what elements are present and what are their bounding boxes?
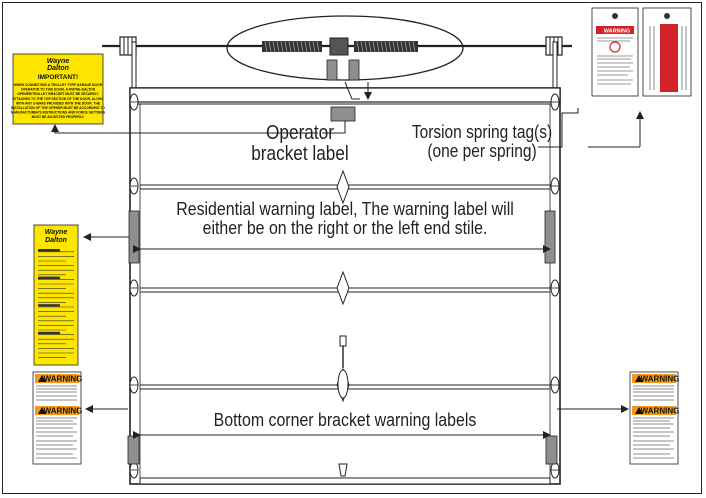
roller-icon bbox=[550, 177, 560, 195]
spring-tag-warning: WARNING bbox=[604, 29, 631, 35]
bottom-corner-label-right bbox=[545, 435, 558, 465]
residential-warning-label-left bbox=[128, 210, 140, 264]
spring-tag-thumbnail-front: WARNING bbox=[591, 7, 639, 97]
spring-tag-thumbnail-back bbox=[642, 7, 692, 97]
bottom-corner-callout: Bottom corner bracket warning labels bbox=[177, 409, 512, 430]
residential-warning-callout: Residential warning label, The warning l… bbox=[152, 199, 539, 238]
roller-icon bbox=[129, 177, 139, 195]
important-body-line: INSTALLATION OF THE OPENER MUST BE ACCOR… bbox=[11, 106, 105, 110]
torsion-spring-callout-line2: (one per spring) bbox=[427, 140, 537, 161]
residential-warning-label-right bbox=[544, 210, 556, 264]
operator-bracket-callout: Operator bracket label bbox=[223, 123, 378, 165]
residential-warning-callout-line1: Residential warning label, The warning l… bbox=[176, 198, 514, 219]
important-heading: IMPORTANT! bbox=[38, 74, 78, 81]
operator-bracket-label bbox=[330, 106, 356, 122]
warning-heading: WARNING bbox=[641, 407, 680, 416]
torsion-spring-tag-left bbox=[326, 59, 338, 81]
important-label-thumbnail: Wayne Dalton IMPORTANT! WHEN CONNECTING … bbox=[11, 53, 106, 125]
residential-label-thumbnail: Wayne Dalton bbox=[33, 224, 79, 366]
torsion-spring bbox=[226, 15, 464, 81]
roller-icon bbox=[550, 279, 560, 297]
torsion-spring-callout: Torsion spring tag(s) (one per spring) bbox=[405, 123, 560, 161]
roller-icon bbox=[129, 461, 139, 479]
roller-icon bbox=[129, 93, 139, 111]
spring-icon bbox=[262, 37, 418, 56]
residential-brand-top: Wayne bbox=[45, 229, 68, 236]
important-body-line: WHEN CONNECTING A TROLLEY TYPE GARAGE DO… bbox=[14, 83, 103, 87]
bottom-corner-label-left bbox=[127, 435, 140, 465]
roller-icon bbox=[550, 376, 560, 394]
important-body-line: OPERATOR TO THIS DOOR, A WAYNE-DALTON bbox=[21, 88, 96, 92]
hinge-icon bbox=[336, 270, 350, 306]
important-body-line: MANUFACTURER'S INSTRUCTIONS AND FORCE SE… bbox=[11, 111, 106, 115]
roller-icon bbox=[129, 376, 139, 394]
important-body-line: ATTACHED TO THE TOP SECTION OF THE DOOR,… bbox=[12, 97, 104, 101]
torsion-spring-callout-line1: Torsion spring tag(s) bbox=[411, 122, 553, 142]
important-brand-bottom: Dalton bbox=[47, 65, 69, 72]
warning-heading: WARNING bbox=[641, 375, 680, 384]
bottom-warning-label-thumbnail-right: WARNING WARNING bbox=[629, 371, 680, 465]
important-body-line: OPENER/TROLLEY BRACKET MUST BE SECURELY bbox=[17, 92, 99, 96]
residential-brand-bottom: Dalton bbox=[45, 237, 67, 244]
important-body-line: MUST BE ADJUSTED PROPERLY. bbox=[32, 115, 85, 119]
roller-icon bbox=[550, 93, 560, 111]
residential-warning-callout-line2: either be on the right or the left end s… bbox=[202, 217, 488, 239]
bottom-warning-label-thumbnail-left: WARNING WARNING bbox=[32, 371, 83, 465]
arrow-icon bbox=[51, 81, 644, 413]
track-rollers bbox=[129, 93, 560, 479]
operator-bracket-callout-line2: bracket label bbox=[251, 143, 349, 165]
bottom-corner-callout-text: Bottom corner bracket warning labels bbox=[213, 409, 477, 430]
hinge-icon bbox=[336, 169, 350, 205]
torsion-spring-tag-right bbox=[348, 59, 360, 81]
bottom-lock-icon bbox=[338, 463, 348, 477]
important-body-line: WITH ANY U-BARS PROVIDED WITH THE DOOR. … bbox=[16, 101, 101, 105]
roller-icon bbox=[129, 279, 139, 297]
figure-border bbox=[2, 2, 702, 494]
important-brand-top: Wayne bbox=[47, 58, 70, 65]
handle-icon bbox=[337, 335, 349, 399]
warning-heading: WARNING bbox=[44, 375, 83, 384]
warning-heading: WARNING bbox=[44, 407, 83, 416]
operator-bracket-callout-line1: Operator bbox=[266, 122, 334, 144]
